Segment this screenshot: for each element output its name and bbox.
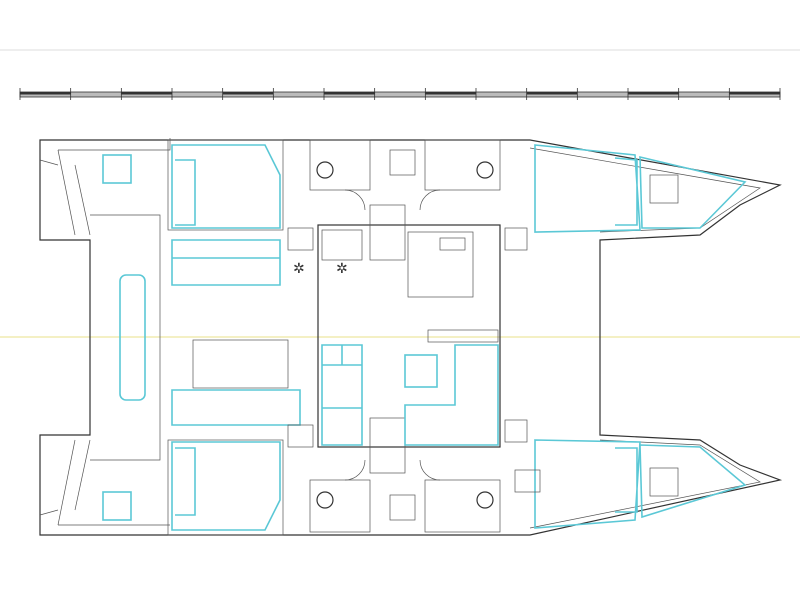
cockpit-bench-bottom: [171, 389, 301, 426]
scale-segment: [121, 92, 172, 95]
aft-cabin-top: [167, 139, 284, 231]
companionway-top: [369, 204, 406, 261]
scale-segment: [324, 92, 375, 95]
aft-bed-bottom: [171, 441, 281, 531]
cockpit-seat: [119, 274, 146, 401]
fan-icon-1: ✲: [293, 260, 305, 276]
aft-bed-top: [171, 144, 281, 229]
shower-bottom: [389, 494, 416, 521]
toilet-bottom-right-icon: [476, 491, 494, 509]
galley-shelf: [427, 329, 499, 343]
cockpit-outline: [90, 214, 161, 461]
scale-segment: [425, 92, 476, 95]
scale-segment: [20, 92, 71, 95]
hull-inner-outline: [58, 138, 761, 529]
hatch-bottom: [514, 469, 541, 493]
scale-segment: [729, 92, 780, 95]
head-bottom-left: [309, 479, 371, 533]
companionway-bottom: [369, 417, 406, 474]
forepeak-hatch-top: [649, 174, 679, 204]
toilet-top-left-icon: [316, 161, 334, 179]
door-swings-top: [344, 189, 441, 211]
steps-fwd-bottom: [504, 419, 528, 443]
scale-segment: [526, 92, 578, 95]
hull-outline: [39, 139, 783, 536]
steps-aft-bottom: [287, 424, 314, 448]
shower-top: [389, 149, 416, 176]
forepeak-bottom: [639, 444, 747, 519]
scale-segment: [222, 92, 274, 95]
stern-steps-bottom: [39, 439, 91, 526]
steps-aft-top: [287, 227, 314, 251]
saloon-outline: [317, 224, 501, 448]
steps-fwd-top: [504, 227, 528, 251]
saloon-seating: [321, 344, 363, 446]
head-bottom-right: [424, 479, 501, 533]
forepeak-top: [639, 155, 747, 229]
door-swings-bottom: [344, 459, 441, 481]
aft-cabin-bottom: [167, 439, 284, 536]
nav-station: [404, 344, 499, 446]
stern-locker-top: [102, 154, 132, 184]
galley-counter: [407, 231, 474, 298]
toilet-bottom-left-icon: [316, 491, 334, 509]
cockpit-table: [192, 339, 289, 389]
scale-bar: [19, 88, 781, 100]
scale-segment: [628, 92, 679, 95]
forepeak-hatch-bottom: [649, 467, 679, 497]
stern-steps-top: [39, 149, 91, 236]
forward-cabin-top: [534, 144, 641, 233]
head-top-left: [309, 139, 371, 191]
saloon-table: [404, 354, 438, 388]
forward-cabin-bottom: [534, 439, 641, 529]
fridge: [321, 229, 363, 261]
toilet-top-right-icon: [476, 161, 494, 179]
cockpit-bench-top: [171, 239, 281, 286]
stern-locker-bottom: [102, 491, 132, 521]
fan-icon-2: ✲: [336, 260, 348, 276]
stove-icon: [439, 237, 466, 251]
head-top-right: [424, 139, 501, 191]
